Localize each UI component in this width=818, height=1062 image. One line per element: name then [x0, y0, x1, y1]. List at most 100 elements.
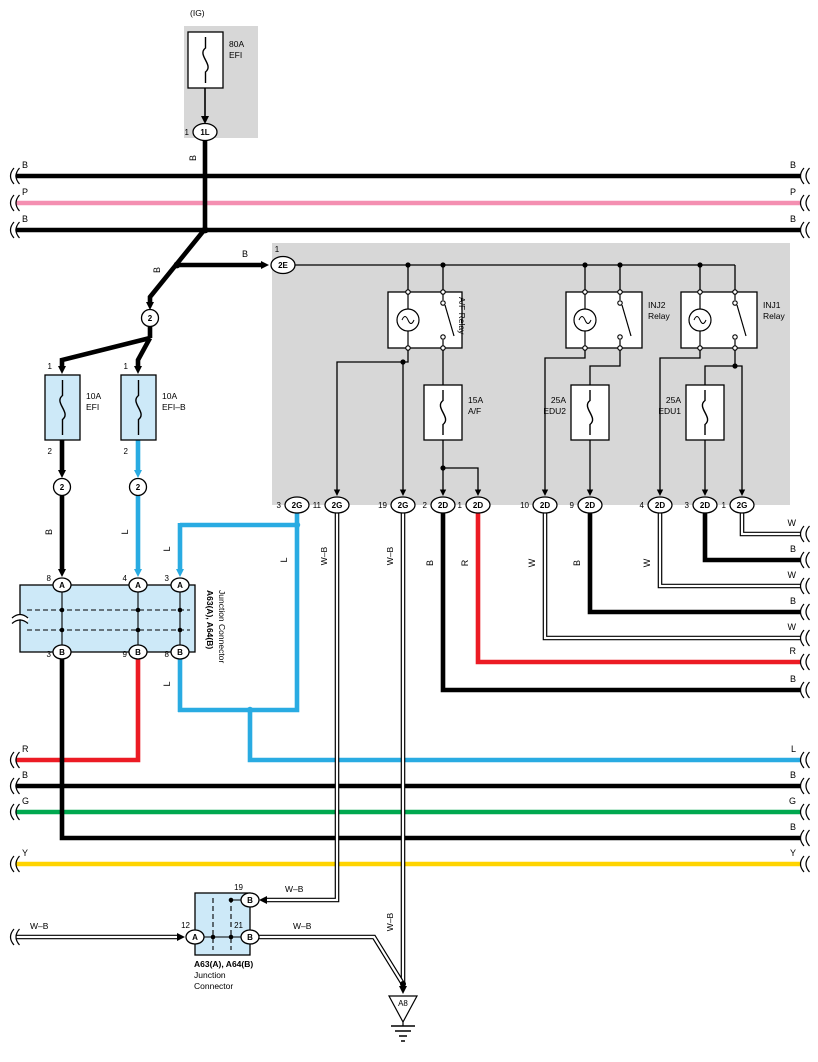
break-gap [800, 828, 809, 848]
break-arc [799, 681, 805, 699]
connector-2-efi-code: 2 [60, 483, 65, 492]
break-arc [799, 803, 805, 821]
wire-label: W [788, 622, 797, 632]
break-arc [799, 751, 805, 769]
break-arc [9, 855, 15, 873]
break-symbol [9, 750, 20, 770]
relay-af-coil-winding [401, 316, 415, 324]
wire-label: W–B [30, 921, 49, 931]
wire [659, 348, 701, 490]
break-arc [805, 194, 810, 212]
break-gap [800, 550, 809, 570]
connector-2g-3 [284, 496, 310, 514]
connector-2d-3-code: 2D [700, 501, 710, 510]
out-2d-10-core [543, 513, 804, 640]
fuse-25a-edu1-label: 25A [666, 395, 681, 405]
wire-label: Y [790, 848, 796, 858]
junction-connector-a-joint [59, 607, 65, 613]
break-arc [15, 928, 20, 946]
junction-dot [201, 226, 209, 234]
break-arc [15, 194, 20, 212]
junction-dot [405, 262, 411, 268]
wire-label: W–B [385, 912, 395, 931]
break-symbol [10, 613, 30, 624]
break-gap [10, 854, 19, 874]
break-gap [10, 802, 19, 822]
connector-2d-3 [692, 496, 718, 514]
wire-r-from-9b [14, 659, 141, 763]
break-symbol [9, 802, 20, 822]
break-symbol [799, 776, 810, 796]
relay-inj2-contact [617, 300, 623, 306]
ja-pin-9b [128, 644, 148, 660]
relay-af-switch [444, 304, 455, 337]
relay-inj2-contact [617, 334, 623, 340]
wire-label: B [790, 214, 796, 224]
junction-dot [173, 261, 181, 269]
junction-dot [293, 521, 301, 529]
flow-arrow [176, 569, 184, 577]
connector-2-efib-code: 2 [136, 483, 141, 492]
flow-arrow [474, 489, 482, 496]
break-arc [9, 777, 15, 795]
break-arc [9, 167, 15, 185]
relay-inj1-coil [688, 308, 712, 332]
connector-2e-pin-number: 1 [275, 245, 280, 254]
ja-pin-3a-pin-number: 3 [165, 574, 170, 583]
wire-label: B [22, 214, 28, 224]
relay-inj2-label: Relay [648, 311, 670, 321]
fuse-80a-efi-label: 80A [229, 39, 244, 49]
connector-2d-2-code: 2D [438, 501, 448, 510]
fuse-25a-edu2-symbol [586, 390, 594, 435]
out-2d-4-core [658, 513, 804, 588]
connector-2d-2-pin-number: 2 [423, 501, 428, 510]
break-symbol [9, 220, 20, 240]
break-gap [800, 524, 809, 544]
relay-inj2-terminal [582, 289, 588, 295]
connector-2d-4-code: 2D [655, 501, 665, 510]
fuse-10a-efi-b-label: 10A [162, 391, 177, 401]
ja-pin-9b-pin-number: 9 [123, 650, 128, 659]
break-arc [11, 619, 29, 624]
fuse-15a-af-symbol [439, 390, 447, 435]
break-arc [805, 603, 810, 621]
fuse-15a-af-label: A/F [468, 406, 481, 416]
break-symbol [9, 776, 20, 796]
break-arc [15, 751, 20, 769]
break-arc [805, 167, 810, 185]
connector-2d-4-pin-number: 4 [640, 501, 645, 510]
break-symbol [799, 602, 810, 622]
fuse-split-left [59, 335, 151, 366]
break-arc [799, 603, 805, 621]
wire-label: P [790, 187, 796, 197]
connector-2g-11-pin-number: 11 [313, 501, 322, 510]
wire [443, 467, 479, 490]
connector-2g-3-pin-number: 3 [277, 501, 282, 510]
relay-inj1-terminal [732, 345, 738, 351]
connector-2d-3-pin-number: 3 [685, 501, 690, 510]
junction-connector-b-joint [228, 934, 234, 940]
junction-dot [400, 981, 406, 987]
jb-pin-21b-code: B [247, 933, 253, 942]
connector-2e [270, 255, 296, 275]
ja-pin-3b [52, 644, 72, 660]
break-gap [800, 602, 809, 622]
wire-label: G [22, 796, 29, 806]
break-symbol [799, 750, 810, 770]
ja-pin-3b-pin-number: 3 [47, 650, 52, 659]
out-2d-3 [702, 513, 804, 563]
connector-2g-1 [729, 496, 755, 514]
connector-2g-3-code: 2G [292, 501, 303, 510]
wire-label: B [22, 770, 28, 780]
wire-label: B [44, 529, 54, 535]
jb-pin-12a [185, 929, 205, 945]
flow-arrow [439, 489, 447, 496]
break-arc [15, 803, 20, 821]
relay-inj2-coil [573, 308, 597, 332]
jb-pin-21b [240, 929, 260, 945]
break-gap [800, 680, 809, 700]
fuse-10a-efi-b-label: EFI–B [162, 402, 186, 412]
wire-label: W [788, 518, 797, 528]
wire-label: Junction [194, 970, 226, 980]
